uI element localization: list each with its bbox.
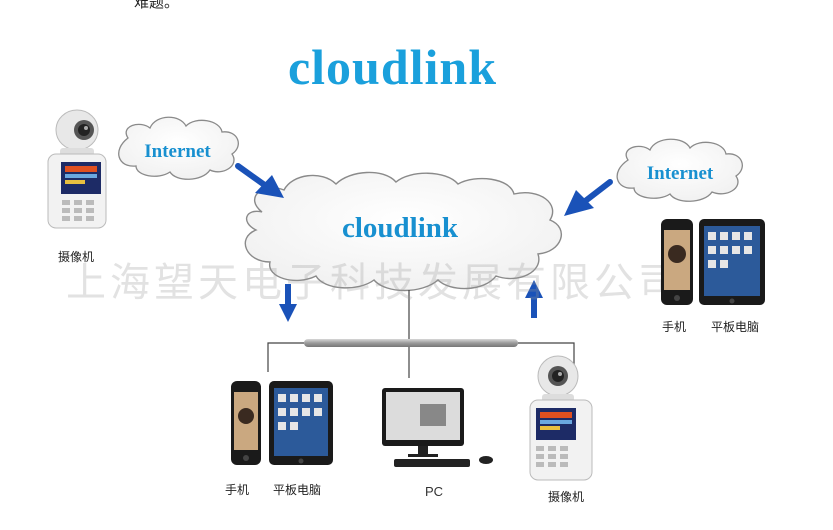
- arrow-left-to-cloud: [235, 163, 284, 198]
- pc-label: PC: [425, 484, 444, 499]
- cloud-cloudlink-center: [244, 171, 562, 292]
- cloud-right-label: Internet: [646, 163, 714, 184]
- bottom-camera-label: 摄像机: [548, 490, 585, 504]
- bottom-phone-label: 手机: [225, 483, 250, 497]
- bottom-camera-robot-icon: [529, 355, 593, 481]
- bottom-tablet-icon: [269, 381, 333, 465]
- page-title: cloudlink: [287, 39, 498, 95]
- bottom-tablet-label: 平板电脑: [273, 483, 322, 497]
- left-camera-label: 摄像机: [58, 250, 95, 264]
- pc-monitor-icon: [382, 388, 493, 467]
- tablet-icon: [699, 219, 765, 305]
- intro-text-fragment: 难题。: [134, 0, 180, 11]
- smartphone-icon: [661, 219, 693, 305]
- right-phone-label: 手机: [662, 320, 687, 334]
- cloud-internet-left: [118, 116, 239, 180]
- bottom-smartphone-icon: [231, 381, 261, 465]
- arrow-right-to-cloud: [564, 179, 613, 216]
- right-tablet-label: 平板电脑: [711, 320, 760, 334]
- cloud-center-label: cloudlink: [341, 212, 459, 244]
- arrow-cloud-down: [279, 284, 297, 322]
- arrow-bus-up: [525, 280, 543, 318]
- network-bus: [304, 339, 518, 347]
- camera-robot-icon: [47, 109, 107, 229]
- link-bus-right-camera: [518, 342, 575, 372]
- cloud-left-label: Internet: [144, 141, 211, 162]
- cloud-internet-right: [616, 138, 743, 202]
- company-watermark: 上海望天电子科技发展有限公司: [66, 260, 682, 306]
- link-bus-left-devices: [267, 342, 304, 372]
